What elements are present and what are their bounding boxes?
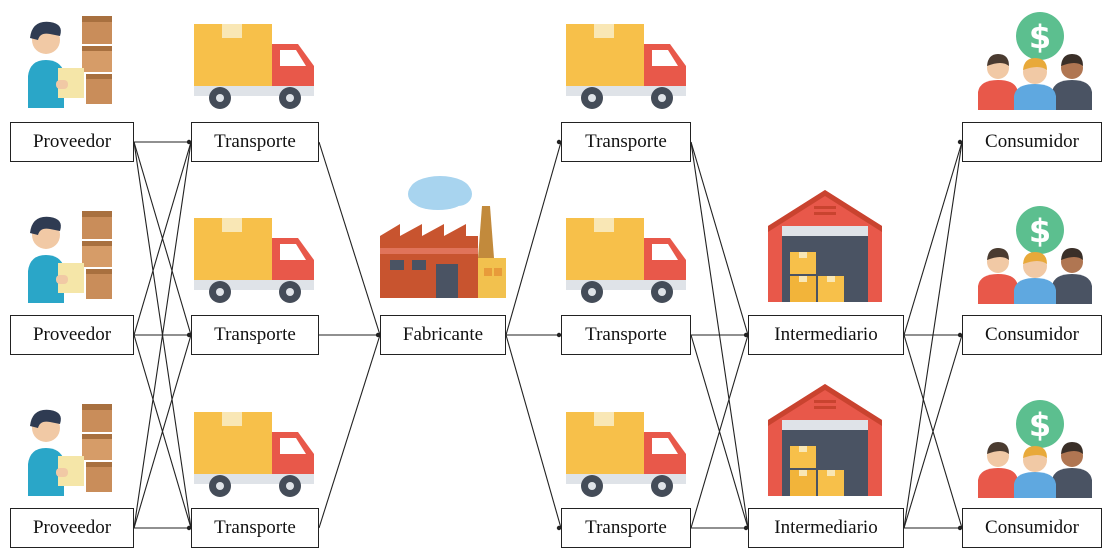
connector-line <box>318 334 381 529</box>
node-label: Intermediario <box>774 517 878 538</box>
connector-line <box>505 141 562 336</box>
connector-line <box>505 334 562 529</box>
consumers-icon: $ <box>976 202 1094 311</box>
node-transporte-4: Transporte <box>561 122 691 162</box>
connector-line <box>903 141 963 529</box>
supplier-icon <box>20 10 120 115</box>
arrow-head <box>743 332 749 338</box>
connector-line <box>133 141 192 336</box>
node-proveedor-2: Proveedor <box>10 315 134 355</box>
arrow-head <box>375 332 381 338</box>
arrow-head <box>743 525 749 531</box>
node-label: Consumidor <box>985 324 1079 345</box>
arrow-head <box>556 139 562 145</box>
connector-line <box>318 141 381 336</box>
truck-icon <box>192 214 316 309</box>
warehouse-icon <box>766 380 884 503</box>
arrow-head <box>957 525 963 531</box>
node-label: Proveedor <box>32 131 112 152</box>
svg-text:$: $ <box>1029 212 1051 250</box>
node-label: Transporte <box>214 324 296 345</box>
node-label: Fabricante <box>402 324 484 345</box>
edge-group <box>133 139 963 531</box>
node-transporte-1: Transporte <box>191 122 319 162</box>
truck-icon <box>564 214 688 309</box>
node-transporte-3: Transporte <box>191 508 319 548</box>
connector-line <box>690 334 749 529</box>
truck-icon <box>564 20 688 115</box>
truck-icon <box>192 408 316 503</box>
arrow-head <box>186 139 192 145</box>
consumers-icon: $ <box>976 8 1094 117</box>
supplier-icon <box>20 205 120 310</box>
factory-icon <box>378 168 510 305</box>
arrow-head <box>186 332 192 338</box>
node-label: Proveedor <box>32 324 112 345</box>
node-intermediario-1: Intermediario <box>748 315 904 355</box>
consumers-icon: $ <box>976 396 1094 505</box>
node-label: Proveedor <box>32 517 112 538</box>
node-label: Intermediario <box>774 324 878 345</box>
node-label: Transporte <box>585 517 667 538</box>
node-fabricante: Fabricante <box>380 315 506 355</box>
arrow-head <box>957 139 963 145</box>
supplier-icon <box>20 398 120 503</box>
node-proveedor-3: Proveedor <box>10 508 134 548</box>
arrow-head <box>556 525 562 531</box>
truck-icon <box>192 20 316 115</box>
connector-line <box>133 334 192 529</box>
arrow-head <box>957 332 963 338</box>
connector-line <box>133 141 192 529</box>
connector-line <box>690 141 749 336</box>
node-label: Transporte <box>214 517 296 538</box>
svg-text:$: $ <box>1029 406 1051 444</box>
node-transporte-2: Transporte <box>191 315 319 355</box>
arrow-head <box>186 525 192 531</box>
node-label: Transporte <box>585 324 667 345</box>
node-transporte-6: Transporte <box>561 508 691 548</box>
connector-line <box>903 334 963 529</box>
node-transporte-5: Transporte <box>561 315 691 355</box>
warehouse-icon <box>766 186 884 309</box>
svg-text:$: $ <box>1029 18 1051 56</box>
node-intermediario-2: Intermediario <box>748 508 904 548</box>
node-label: Consumidor <box>985 131 1079 152</box>
node-label: Consumidor <box>985 517 1079 538</box>
node-consumidor-2: Consumidor <box>962 315 1102 355</box>
truck-icon <box>564 408 688 503</box>
node-label: Transporte <box>214 131 296 152</box>
node-label: Transporte <box>585 131 667 152</box>
node-consumidor-3: Consumidor <box>962 508 1102 548</box>
node-consumidor-1: Consumidor <box>962 122 1102 162</box>
node-proveedor-1: Proveedor <box>10 122 134 162</box>
arrow-head <box>556 332 562 338</box>
connector-line <box>903 141 963 336</box>
